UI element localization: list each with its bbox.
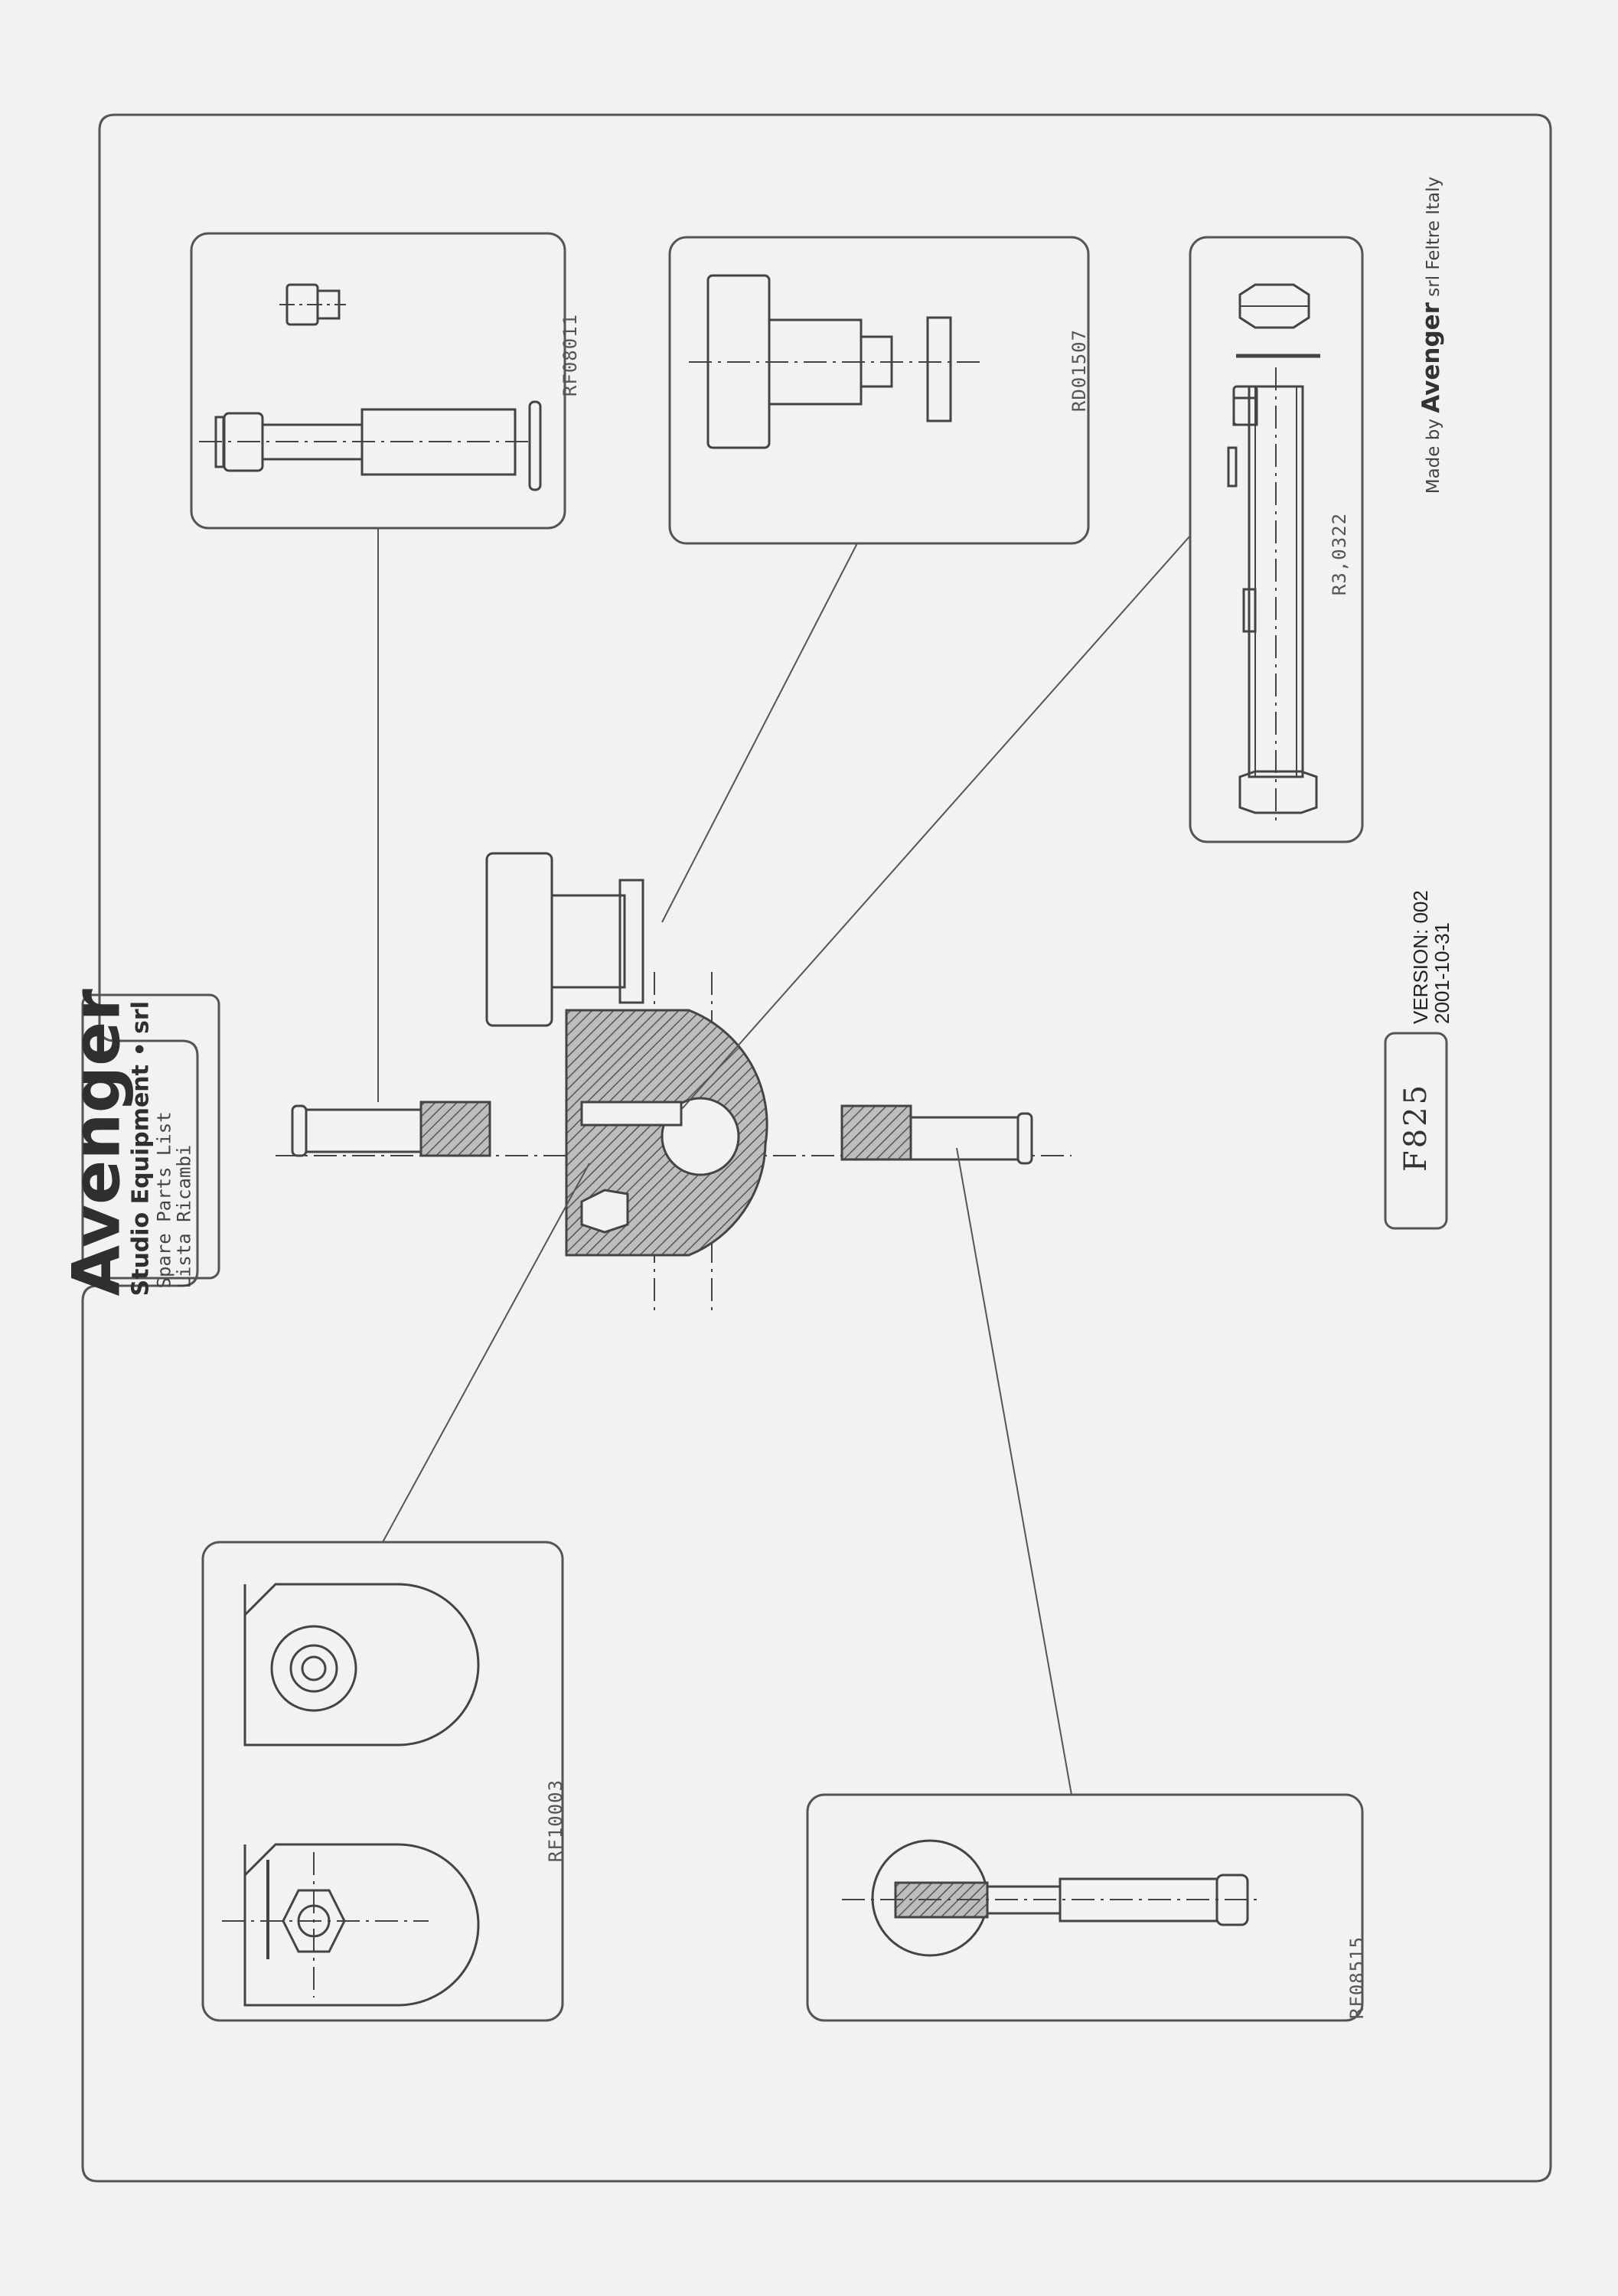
made-by-line: Made by Avenger srl Feltre Italy [1417, 144, 1445, 527]
brand-logo: Avenger Studio Equipment • srl Spare Par… [58, 989, 195, 1296]
made-by-prefix: Made by [1424, 419, 1443, 494]
panel-rf10003 [201, 1541, 564, 2022]
panel-rd01507 [668, 236, 1090, 545]
r3-0322-hardware [1236, 283, 1320, 823]
brand-line-1: Spare Parts List [153, 1111, 175, 1289]
version-block: VERSION: 002 2001-10-31 [1409, 886, 1453, 1024]
leader-lines [377, 528, 1191, 1795]
brand-name: Avenger [58, 989, 135, 1296]
logo-box [81, 993, 220, 1280]
version-date: 2001-10-31 [1430, 922, 1453, 1024]
panel-rf08515 [806, 1793, 1364, 2022]
drawing-frame [81, 113, 1552, 2183]
panel-r3-0322 [1189, 236, 1364, 843]
rf08011-pin [199, 400, 542, 491]
brand-line-2: Lista Ricambi [173, 1144, 195, 1289]
rf10003-clamp-view [222, 1583, 480, 2007]
model-box [1384, 1032, 1448, 1230]
part-code-r3-0322: R3,0322 [1329, 512, 1350, 596]
made-by-suffix: srl Feltre Italy [1424, 176, 1443, 297]
part-code-rd01507: RD01507 [1068, 328, 1090, 413]
part-code-rf08515: RF08515 [1346, 1936, 1368, 2020]
model-number: F825 [1398, 1082, 1434, 1172]
part-code-rf08011: RF08011 [559, 313, 581, 397]
rf08515-spigot-section [842, 1839, 1263, 1957]
rf08011-screw [279, 283, 346, 326]
brand-subtitle: Studio Equipment • srl [127, 1000, 155, 1296]
version-label: VERSION: 002 [1409, 890, 1432, 1024]
main-assembly [276, 852, 1072, 1316]
part-code-rf10003: RF10003 [545, 1779, 566, 1863]
made-by-brand: Avenger [1417, 302, 1445, 413]
rd01507-knob [689, 274, 980, 449]
panel-rf08011 [190, 232, 566, 530]
